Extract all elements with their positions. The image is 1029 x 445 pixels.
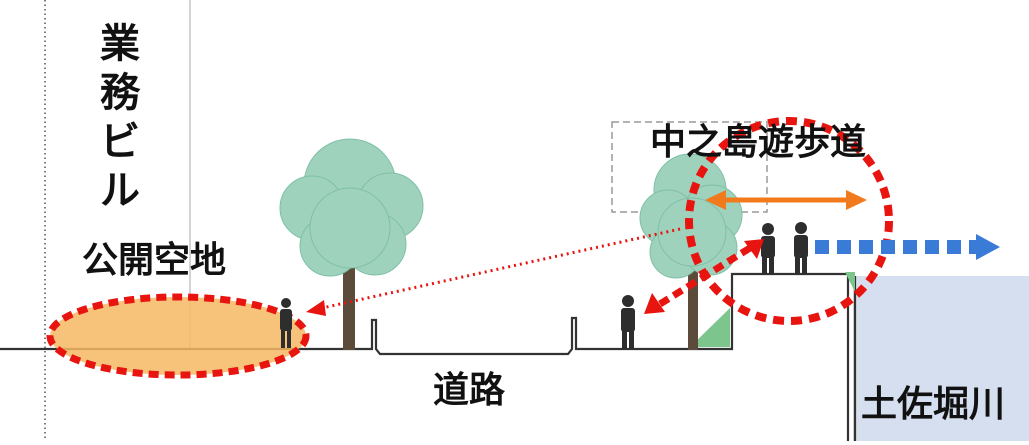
river-flow-arrow — [815, 234, 1000, 260]
person-promenade-2 — [794, 222, 808, 274]
sightline-arrow — [306, 227, 681, 316]
nakanoshima-promenade-label: 中之島遊歩道 — [650, 122, 867, 163]
public-plaza-highlight — [46, 293, 310, 379]
river-water — [857, 276, 1029, 441]
promenade-walk-arrow — [705, 190, 867, 210]
tree-left — [279, 138, 424, 350]
tree-trunk — [688, 255, 698, 350]
tree-foliage — [279, 138, 424, 277]
person-promenade-1 — [761, 223, 775, 274]
public-open-space-label: 公開空地 — [82, 240, 227, 281]
tosabori-river-label: 土佐堀川 — [861, 384, 1006, 425]
tree-trunk — [343, 250, 355, 350]
road-label: 道路 — [433, 370, 506, 411]
green-edge — [845, 272, 855, 292]
green-bank-slope — [690, 308, 730, 347]
person-road — [621, 295, 635, 349]
person-plaza — [280, 298, 292, 348]
office-building-label: 業務ビル — [100, 21, 140, 214]
access-arrow — [644, 239, 764, 314]
promenade-highlight-circle — [685, 117, 893, 325]
